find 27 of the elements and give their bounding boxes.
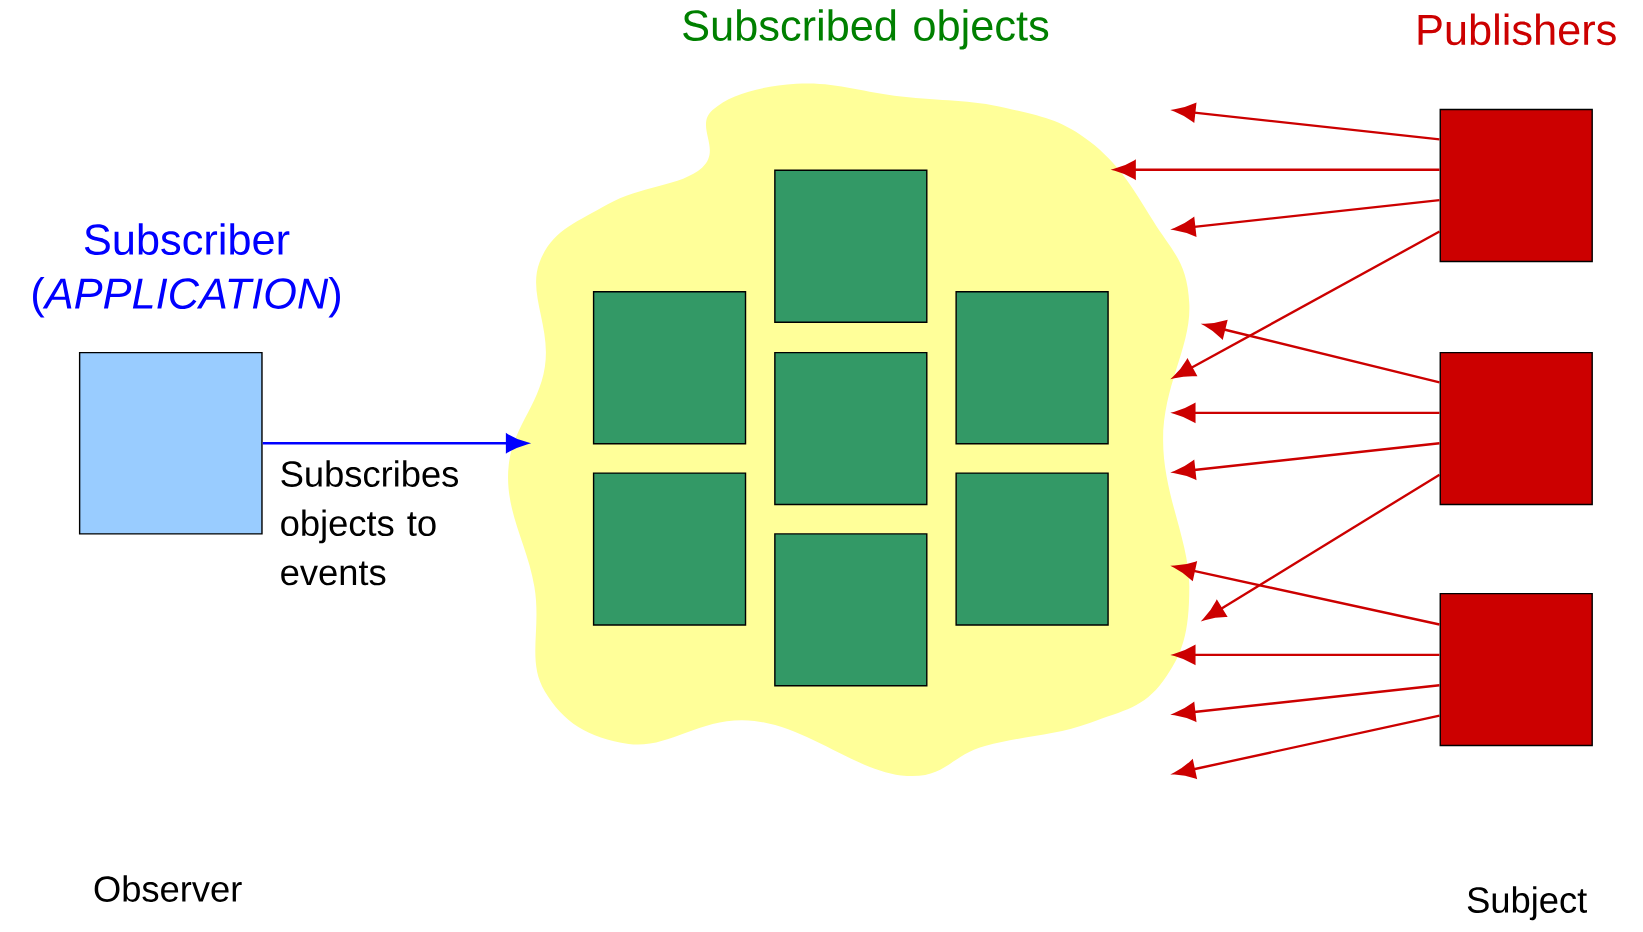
label: Observer [94,875,242,903]
square-box [774,533,928,687]
arrow [1173,403,1440,423]
square-box [1439,109,1593,263]
heading: Subscriber (APPLICATION) [33,223,340,318]
edge-label: Subscribes objects to events [281,460,458,586]
arrow [1203,320,1440,384]
arrow [1173,561,1440,626]
arrow [262,433,528,453]
label: Publishers [1418,13,1616,46]
arrow [1113,160,1440,180]
square-box [955,291,1109,445]
square-box [1439,593,1593,747]
arrow [1203,473,1441,621]
square-box [774,169,928,324]
arrow [1173,645,1440,665]
square-box [774,352,928,506]
square-box [592,291,747,445]
arrow [1173,103,1440,141]
arrow [1173,230,1441,379]
label: Subject [1467,886,1587,921]
arrow [1173,714,1440,779]
heading: Subscribed objects [683,9,1049,50]
square-box [955,472,1109,626]
square-box [592,472,747,626]
square-box [1439,352,1593,506]
arrow [1173,684,1440,722]
